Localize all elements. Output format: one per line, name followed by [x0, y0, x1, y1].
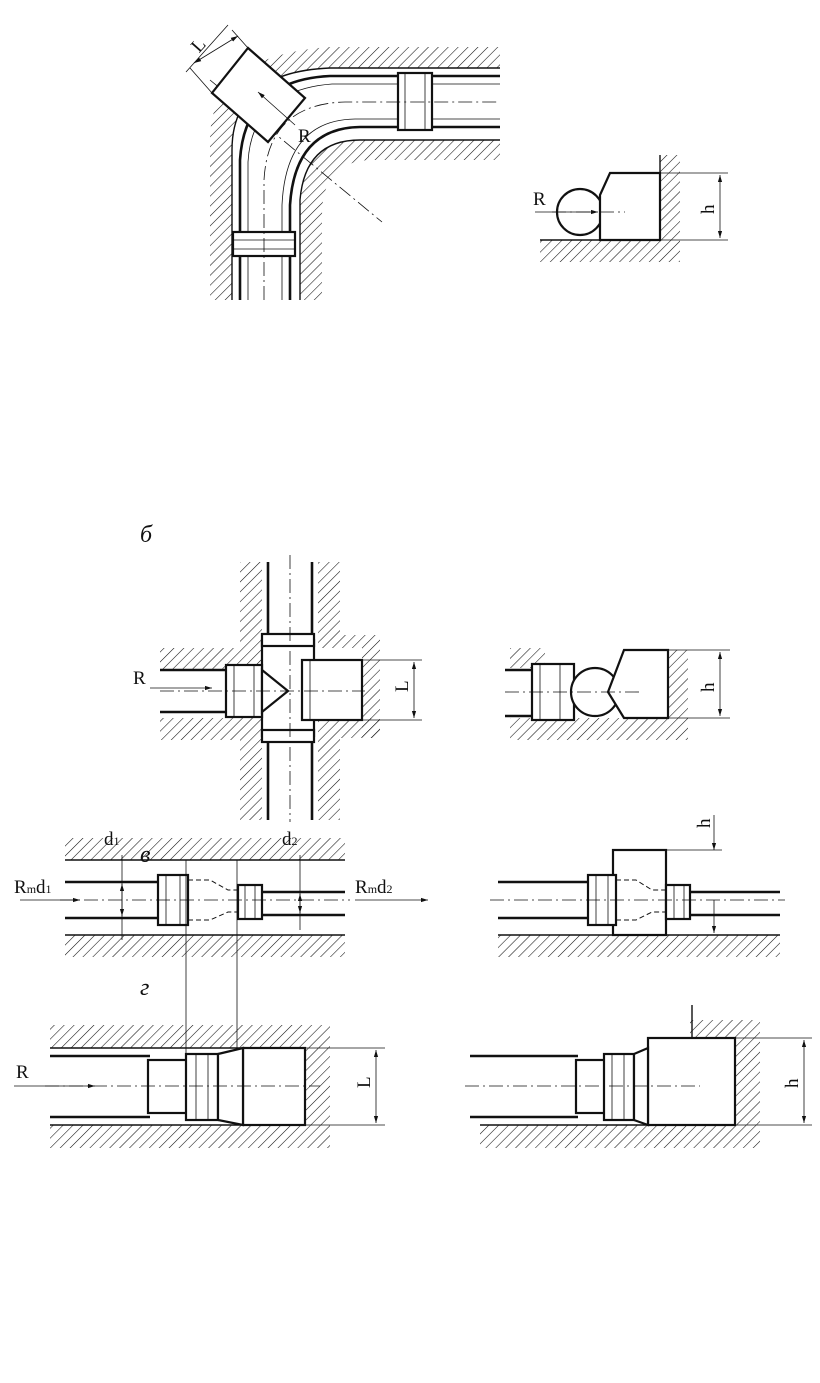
section-g-cap: R L — [14, 1025, 385, 1148]
v-R1-main: R — [14, 877, 27, 898]
section-g-label: г — [140, 975, 149, 1001]
section-b-side: h — [505, 648, 730, 740]
svg-text:d1: d1 — [104, 829, 120, 850]
b2-h-label: h — [698, 682, 719, 692]
g2-h-label: h — [782, 1078, 803, 1088]
section-v-side: h — [490, 815, 785, 957]
v-d1: d — [104, 829, 114, 850]
v-R1-sub: m — [27, 882, 37, 896]
b-R-label: R — [133, 668, 146, 689]
v2-h-label: h — [694, 818, 715, 828]
section-b-label: б — [140, 522, 153, 548]
v-R2-tail: d — [377, 877, 387, 898]
g-R-label: R — [16, 1062, 29, 1083]
v-d1-idx: 1 — [114, 834, 120, 848]
v-R2-sub: m — [368, 882, 378, 896]
section-g-side: h — [465, 1005, 812, 1148]
v-R1-idx: 1 — [46, 882, 52, 896]
svg-text:d2: d2 — [282, 829, 298, 850]
svg-text:Rmd1: Rmd1 — [14, 877, 52, 898]
v-R2-main: R — [355, 877, 368, 898]
section-a-elbow: L R — [185, 24, 500, 300]
b-L-label: L — [392, 680, 413, 692]
a2-R-label: R — [533, 189, 546, 210]
g-L-label: L — [354, 1076, 375, 1088]
a-L-label: L — [187, 34, 210, 57]
v-d2-idx: 2 — [292, 834, 298, 848]
v-R1-tail: d — [36, 877, 46, 898]
section-b-tee: R L — [133, 555, 422, 822]
section-a-side: R h — [533, 155, 728, 262]
a-R-label: R — [298, 126, 311, 147]
a2-h-label: h — [698, 204, 719, 214]
v-d2: d — [282, 829, 292, 850]
v-R2-idx: 2 — [387, 882, 393, 896]
svg-text:Rmd2: Rmd2 — [355, 877, 393, 898]
